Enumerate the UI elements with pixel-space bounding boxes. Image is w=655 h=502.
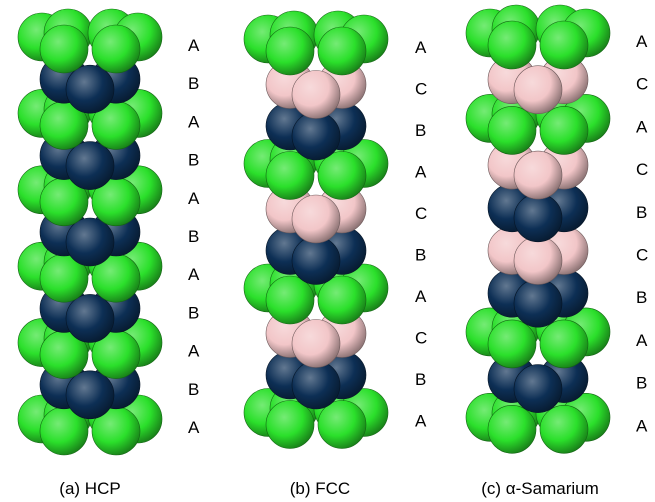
atom-sphere: [291, 319, 341, 368]
layer-label: B: [188, 74, 199, 93]
layer-label: B: [188, 151, 199, 170]
layer-label: B: [188, 227, 199, 246]
layer-label: A: [415, 163, 427, 182]
layer-label: B: [636, 374, 647, 393]
atom-sphere: [291, 360, 341, 410]
layer-A-0: [243, 10, 389, 76]
layer-label: C: [636, 246, 648, 265]
atom-sphere: [291, 194, 341, 244]
layer-C-5: [487, 226, 589, 285]
atom-sphere: [513, 150, 563, 200]
layer-label: B: [636, 203, 647, 222]
atom-sphere: [539, 20, 589, 70]
layer-C-4: [265, 184, 367, 244]
layer-label: A: [188, 265, 200, 284]
atom-sphere: [513, 364, 563, 413]
atom-sphere: [265, 151, 315, 200]
layer-A-0: [17, 8, 163, 74]
layer-C-7: [265, 309, 367, 368]
layer-label: A: [415, 287, 427, 306]
atom-sphere: [487, 20, 537, 70]
atom-sphere: [539, 404, 589, 454]
layer-label: A: [188, 36, 200, 55]
layer-label: B: [415, 246, 426, 265]
atom-sphere: [65, 294, 115, 343]
layer-label: B: [415, 370, 426, 389]
atom-sphere: [317, 400, 367, 449]
atom-sphere: [291, 70, 341, 119]
atom-sphere: [265, 275, 315, 325]
layer-label: A: [415, 412, 427, 431]
layer-label: A: [636, 331, 648, 350]
layer-label: A: [188, 112, 200, 131]
layer-label: B: [188, 380, 199, 399]
layer-label: A: [636, 117, 648, 136]
caption-hcp: (a) HCP: [59, 479, 120, 498]
atom-sphere: [487, 404, 537, 454]
layer-B-8: [487, 354, 589, 413]
atom-sphere: [291, 236, 341, 285]
atom-sphere: [317, 26, 367, 76]
atom-sphere: [513, 278, 563, 328]
atom-sphere: [65, 141, 115, 190]
layer-label: A: [188, 342, 200, 361]
atom-sphere: [265, 400, 315, 449]
layer-label: C: [415, 329, 427, 348]
caption-alpha-samarium: (c) α-Samarium: [481, 479, 599, 498]
layer-C-3: [487, 140, 589, 200]
atom-sphere: [513, 236, 563, 285]
atom-sphere: [91, 24, 141, 74]
atom-sphere: [39, 24, 89, 74]
layer-label: C: [636, 75, 648, 94]
layer-A-0: [465, 4, 611, 70]
panel-alpha-samarium: A B A B C B C A C A: [465, 4, 648, 454]
layer-label: B: [636, 288, 647, 307]
atom-sphere: [539, 106, 589, 155]
atom-sphere: [487, 319, 537, 369]
caption-fcc: (b) FCC: [290, 479, 350, 498]
layer-label: A: [188, 418, 200, 437]
layer-label: C: [415, 204, 427, 223]
layer-label: A: [188, 189, 200, 208]
layer-C-1: [265, 60, 367, 119]
layer-label: C: [415, 80, 427, 99]
layer-label: A: [636, 416, 648, 435]
atom-sphere: [65, 64, 115, 114]
layer-A-9: [243, 384, 389, 449]
atom-sphere: [513, 65, 563, 114]
layer-label: A: [415, 38, 427, 57]
layer-B-6: [487, 268, 589, 328]
atom-sphere: [317, 151, 367, 200]
atom-sphere: [539, 319, 589, 369]
atom-sphere: [65, 217, 115, 267]
atom-sphere: [513, 193, 563, 243]
atom-sphere: [487, 106, 537, 155]
atom-sphere: [317, 275, 367, 325]
layer-C-1: [487, 55, 589, 114]
layer-label: B: [415, 121, 426, 140]
panel-fcc: A B C A B C A B C A: [243, 10, 427, 449]
atom-sphere: [265, 26, 315, 76]
atom-sphere: [65, 370, 115, 420]
layer-label: A: [636, 32, 648, 51]
layer-label: B: [188, 303, 199, 322]
atom-sphere: [291, 111, 341, 161]
layer-label: C: [636, 160, 648, 179]
layer-A-10: [17, 390, 163, 456]
